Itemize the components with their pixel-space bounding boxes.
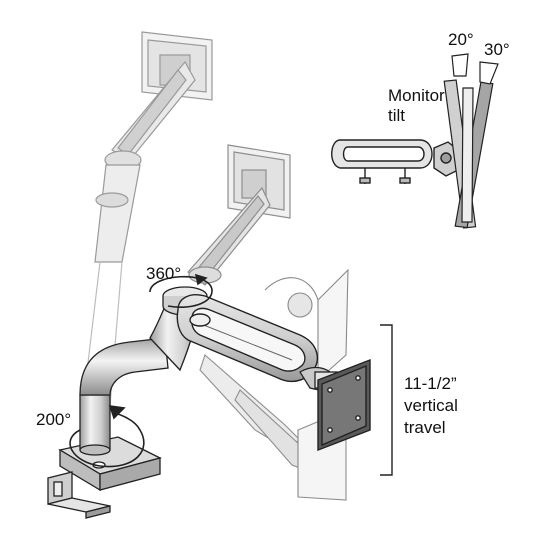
ghost-monitor-outline	[264, 268, 349, 382]
tilt-angle-markers	[451, 53, 499, 85]
tilt-up-label: 20°	[448, 30, 474, 49]
vesa-plate	[317, 358, 371, 452]
vertical-travel-bracket	[380, 324, 393, 476]
travel-label-line2: vertical	[404, 396, 458, 415]
rotation-arrow-360	[149, 273, 213, 308]
rotation-360-label: 360°	[146, 264, 182, 283]
travel-label-line1: 11-1/2”	[404, 374, 457, 393]
tilt-detail-arm	[331, 139, 459, 184]
ghost-arm-lower	[199, 354, 347, 501]
travel-label-line3: travel	[404, 418, 446, 437]
rotation-arrow-200	[69, 405, 145, 468]
tilt-monitor-positions	[443, 79, 494, 229]
tilt-down-label: 30°	[484, 40, 510, 59]
tilt-title-line1: Monitor	[388, 86, 445, 105]
rotation-200-label: 200°	[36, 410, 72, 429]
tilt-title-line2: tilt	[388, 106, 405, 125]
ghost-arm-middle	[187, 144, 291, 286]
main-arm	[176, 294, 319, 383]
